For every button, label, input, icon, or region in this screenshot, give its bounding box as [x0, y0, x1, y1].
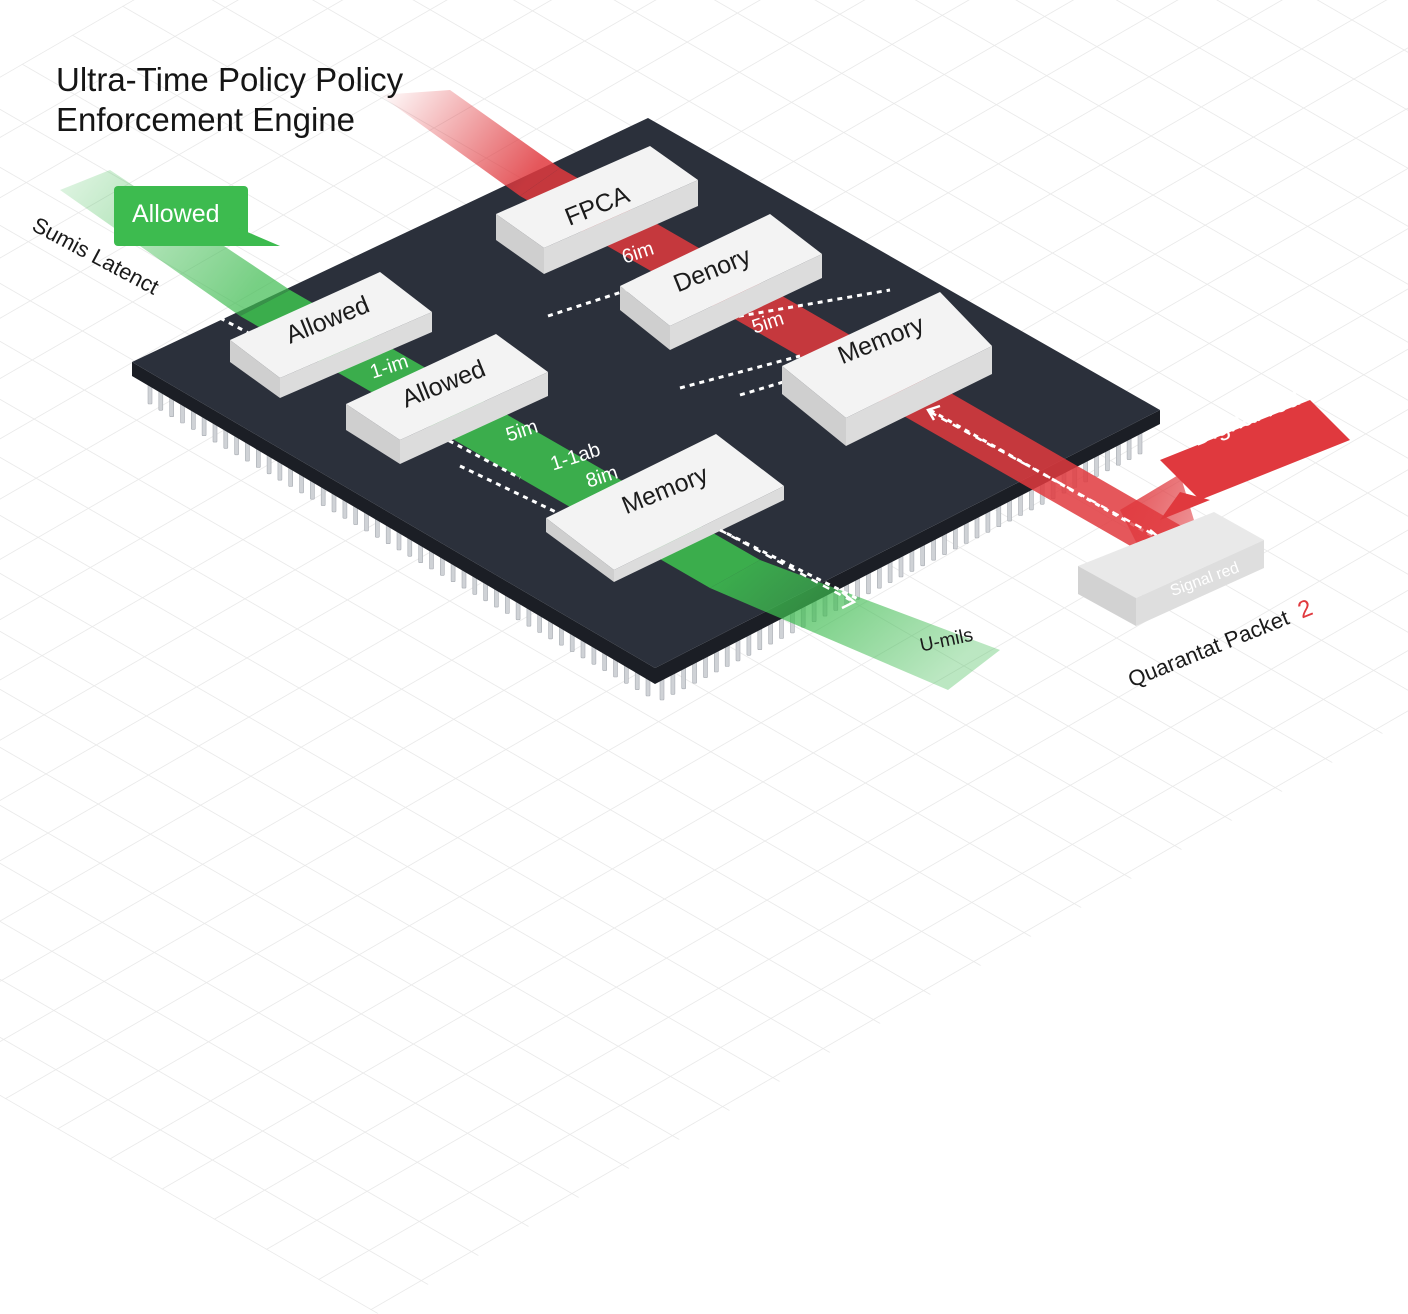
arrow-head-green [841, 591, 857, 610]
title-line-1: Ultra-Time Policy Policy [56, 61, 404, 98]
allowed-block-1 [230, 272, 432, 398]
title-line-2: Enforcement Engine [56, 101, 356, 138]
chip-body-side [132, 362, 1160, 684]
denory-block [620, 214, 822, 350]
quarantine-box [1078, 512, 1264, 626]
page-title: Ultra-Time Policy Policy Enforcement Eng… [56, 60, 403, 140]
allowed-block-2 [346, 334, 548, 464]
denied-beam-entry [380, 90, 560, 196]
chip-body [132, 118, 1160, 668]
signal-callout [1160, 400, 1350, 520]
chip-diagram [60, 90, 1350, 701]
memory-green-block [546, 434, 784, 582]
allowed-callout [114, 186, 280, 246]
memory-red-block [782, 292, 992, 446]
allowed-beam-exit [710, 560, 1000, 690]
allowed-callout-label: Allowed [132, 200, 220, 228]
arrow-tail-red [926, 404, 941, 421]
flow-arrows [719, 410, 1161, 602]
fpca-block [496, 146, 698, 274]
